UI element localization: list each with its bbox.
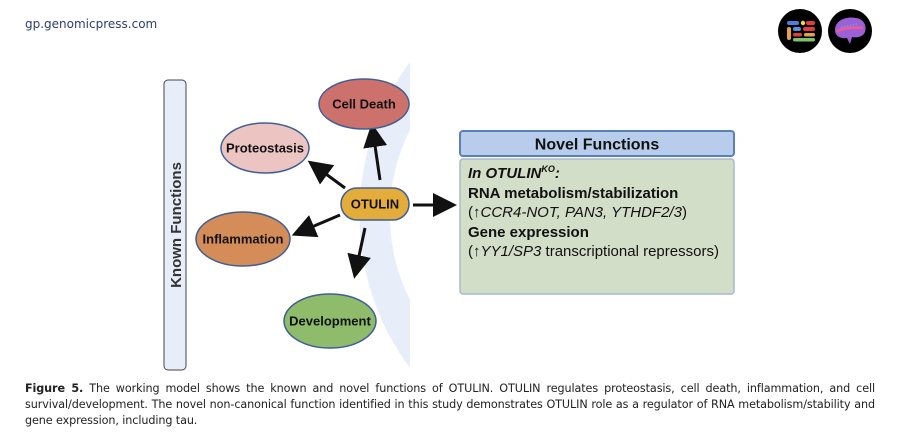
gene-expression-title: Gene expression	[468, 223, 589, 241]
figure-caption: Figure 5. The working model shows the kn…	[25, 381, 875, 429]
figure-label: Figure 5.	[25, 382, 84, 395]
rna-metabolism-title: RNA metabolism/stabilization	[468, 184, 679, 202]
node-label: Development	[289, 314, 371, 329]
journal-logos	[778, 9, 872, 53]
arrow-to-inflammation	[291, 213, 341, 238]
up-arrow-icon: ↑	[473, 204, 481, 221]
known-functions-bar: Known Functions	[163, 79, 187, 371]
arrow-to-cell-death	[363, 123, 388, 181]
novel-functions-body: In OTULINKO: RNA metabolism/stabilizatio…	[468, 160, 728, 262]
up-arrow-icon: ↑	[473, 243, 481, 260]
arrow-to-development	[347, 227, 371, 279]
rna-metabolism-genes: (↑CCR4-NOT, PAN3, YTHDF2/3)	[468, 204, 687, 221]
brain-logo-icon	[828, 9, 872, 53]
arrow-to-proteostasis	[307, 160, 346, 190]
node-label: Inflammation	[203, 232, 284, 247]
node-proteostasis: Proteostasis	[220, 122, 310, 174]
known-functions-label: Known Functions	[168, 162, 185, 288]
genomic-press-logo-icon	[778, 9, 822, 53]
node-inflammation: Inflammation	[195, 211, 291, 267]
node-label: Proteostasis	[226, 141, 304, 156]
node-label: Cell Death	[332, 97, 396, 112]
node-development: Development	[283, 293, 377, 349]
novel-functions-box: Novel Functions	[459, 130, 735, 295]
node-cell-death: Cell Death	[318, 78, 410, 130]
node-label: OTULIN	[351, 197, 399, 212]
node-otulin: OTULIN	[340, 187, 410, 221]
site-url[interactable]: gp.genomicpress.com	[25, 17, 158, 31]
context-line: In OTULINKO:	[468, 164, 560, 182]
gene-expression-genes: (↑YY1/SP3 transcriptional repressors)	[468, 243, 719, 260]
caption-text: The working model shows the known and no…	[25, 382, 875, 427]
novel-functions-title: Novel Functions	[535, 137, 660, 154]
